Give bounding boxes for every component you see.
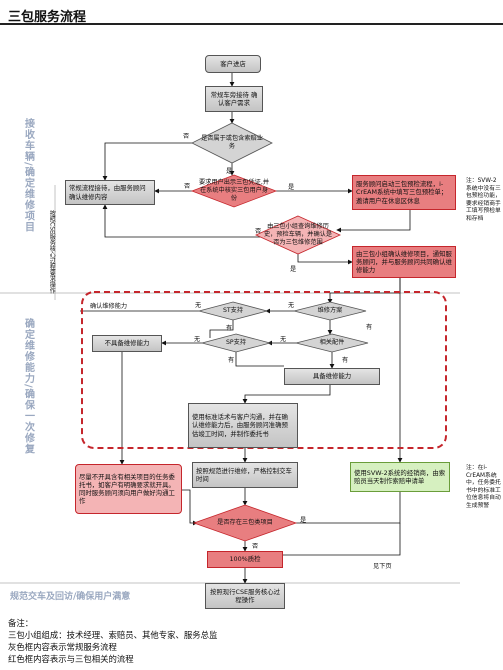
section-label-capability: 确定维修能力/确保一次修复 (22, 318, 34, 455)
label-have: 有 (226, 325, 233, 332)
reception-box: 常规车旁接待 确认客户需求 (205, 86, 263, 112)
no-capability-box: 不具备维修能力 (92, 335, 162, 352)
decision-scope: 是否属于或包含索赔业务 (201, 135, 263, 150)
label-none: 无 (195, 302, 202, 309)
label-none: 无 (288, 302, 295, 309)
decision-st-support: ST支持 (222, 307, 244, 315)
label-have: 有 (366, 324, 373, 331)
decision-sp-support: SP支持 (225, 339, 247, 347)
svw2-note: 注：SVW-2系统中没有三包预检功能，要求经销商手工填写预检单和存档 (466, 178, 501, 222)
svw-claim-box: 使用SVW-2系统的经销商，由索赔员当天制作索赔申请单 (350, 462, 450, 492)
label-no: 否 (255, 228, 262, 235)
routine-box: 常规流程接待，由服务顾问确认维修内容 (65, 180, 155, 205)
title-rule (0, 23, 503, 25)
decision-history: 由三包小组查询维修历史，预检车辆，并确认是否为三包维修范围 (263, 223, 333, 246)
label-no: 否 (252, 543, 259, 550)
section-label-delivery: 规范交车及回访/确保用户满意 (10, 592, 131, 602)
task-order-box: 尽量不开具含有相关项目的任务委托书，如客户有明确要求就开具。同时服务顾问须向用户… (75, 464, 182, 514)
label-yes: 是 (300, 517, 307, 524)
decision-three-guarantee: 是否存在三包类项目 (217, 519, 273, 527)
label-none: 无 (194, 336, 201, 343)
label-yes: 是 (290, 266, 297, 273)
see-next-page: 见下页 (373, 563, 392, 570)
label-yes: 是 (226, 168, 233, 175)
confirm-box: 由三包小组确认维修项目，通知服务顾问，并与服务顾问共同确认维修能力 (352, 246, 456, 278)
label-no: 否 (183, 133, 190, 140)
delivery-box: 按照现行CSE服务核心过程操作 (205, 583, 285, 609)
cse-vertical-note: 按照CSE服务核心过程要求操作 (48, 210, 56, 294)
decision-request-cert: 要求用户出示三包凭证,并在系统中核实三包用户身份 (198, 179, 270, 202)
icream-note: 注：在i-CrEAM系统中，任务委托书中的标准工位信息将自动生成预警 (466, 465, 501, 509)
has-capability-box: 具备维修能力 (284, 368, 380, 385)
label-none: 无 (280, 336, 287, 343)
page-title: 三包服务流程 (8, 10, 87, 25)
start-node: 客户进店 (205, 55, 261, 73)
footer-note-title: 备注： (8, 618, 34, 628)
quality-check-box: 100%质检 (207, 551, 283, 568)
execute-box: 按照规范进行维修，严格控制交车时间 (192, 462, 298, 488)
communicate-box: 使用标准话术与客户沟通，并在确认维修能力后，由服务顾问准确预估竣工时间，并制作委… (188, 403, 298, 448)
label-have: 有 (342, 357, 349, 364)
confirm-capability-label: 确认维修能力 (90, 303, 128, 310)
label-yes: 是 (288, 184, 295, 191)
footer-grey-legend: 灰色框内容表示常规服务流程 (8, 642, 117, 652)
footer-red-legend: 红色框内容表示与三包相关的流程 (8, 654, 134, 664)
section-label-receive: 接收车辆/确定维修项目 (22, 118, 34, 233)
decision-related-parts: 相关配件 (319, 339, 345, 347)
decision-repair-plan: 维修方案 (317, 307, 343, 315)
footer-team: 三包小组组成：技术经理、索赔员、其他专家、服务总监 (8, 630, 218, 640)
label-have: 有 (228, 357, 235, 364)
label-no: 否 (184, 183, 191, 190)
icream-precheck-box: 服务顾问启动三包预检流程，i-CrEAM系统中填写三包预检单；邀请用户在休息区休… (352, 175, 456, 210)
